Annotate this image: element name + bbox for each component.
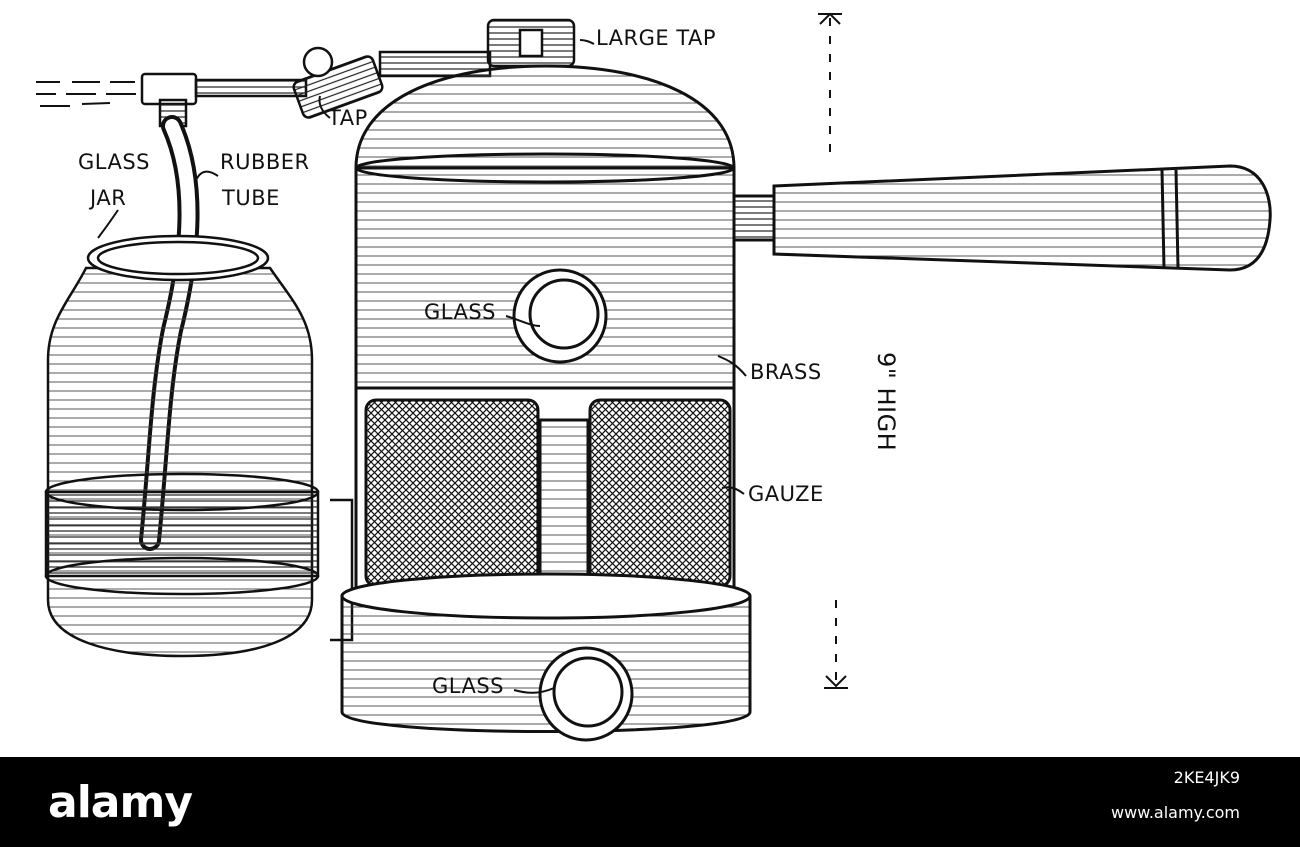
glass-jar (44, 234, 354, 658)
lower-glass-window (538, 646, 634, 742)
spray-jet (36, 81, 136, 107)
apparatus-illustration (36, 12, 1272, 742)
watermark-bar: alamy 2KE4JK9 www.alamy.com (0, 757, 1300, 847)
label-rubber-tube-line2: TUBE (222, 186, 280, 210)
label-gauze: GAUZE (748, 482, 824, 506)
label-brass: BRASS (750, 360, 822, 384)
label-height: 9" HIGH (872, 352, 900, 452)
watermark-site: www.alamy.com (1111, 803, 1240, 822)
leader-lines (97, 39, 747, 694)
large-tap (486, 18, 576, 68)
wooden-handle (732, 164, 1272, 272)
watermark-image-id: 2KE4JK9 (1173, 768, 1240, 787)
sprayer-body (340, 64, 752, 733)
label-rubber-tube-line1: RUBBER (220, 150, 310, 174)
label-large-tap: LARGE TAP (596, 26, 717, 50)
label-glass-jar-line1: GLASS (78, 150, 150, 174)
label-glass-upper: GLASS (424, 300, 496, 324)
label-glass-jar-line2: JAR (90, 186, 127, 210)
label-tap: TAP (328, 106, 368, 130)
upper-glass-window (512, 268, 608, 364)
label-glass-lower: GLASS (432, 674, 504, 698)
watermark-brand: alamy (48, 777, 193, 828)
height-dimension (818, 12, 848, 689)
